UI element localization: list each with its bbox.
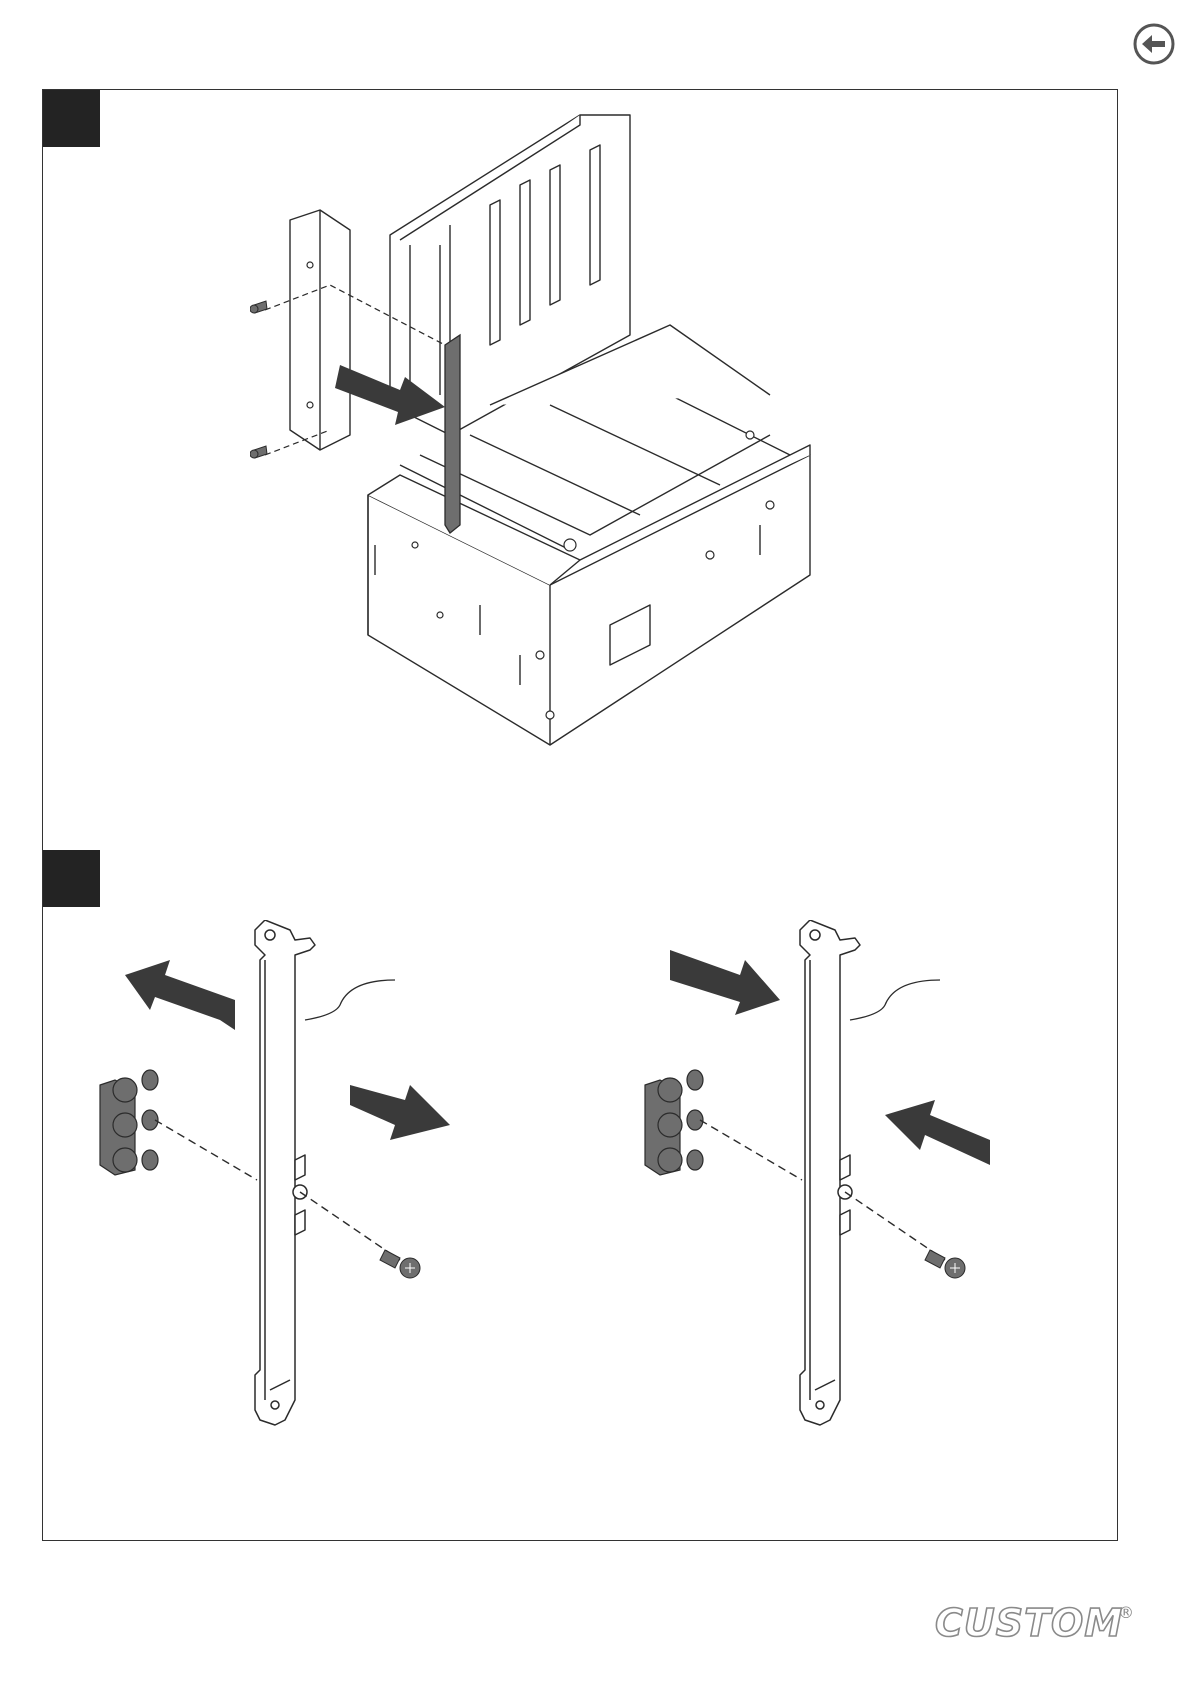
- custom-logo: CUSTOM ®: [935, 1600, 1135, 1642]
- step-2-marker: [43, 850, 100, 907]
- registered-mark: ®: [1118, 1603, 1134, 1622]
- bracket-removal-illustration: [95, 920, 495, 1440]
- bracket-install-illustration: [640, 920, 1040, 1440]
- step-1-marker: [43, 90, 100, 147]
- brand-name: CUSTOM: [935, 1601, 1123, 1642]
- back-arrow-icon[interactable]: [1132, 22, 1176, 66]
- printer-illustration: [250, 105, 850, 755]
